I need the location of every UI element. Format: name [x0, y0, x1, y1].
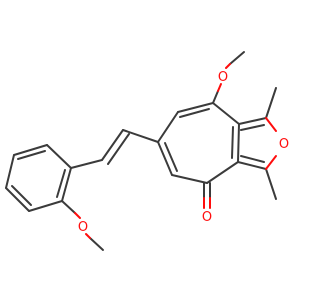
bond-c6-c5-double [164, 142, 178, 172]
bond-ph3-ph4 [5, 154, 15, 189]
bond-ph6-methoxy [61, 200, 76, 214]
bond-c3a-c8a-double [231, 126, 234, 159]
bond-phenyl-methoxy-o-a [74, 212, 81, 219]
atom-o-methoxy-top: O [218, 70, 228, 85]
bond-ph2-ph3-double [17, 150, 46, 160]
bond-ph6-ph1-double [56, 169, 66, 198]
atom-o-methoxy-phenyl: O [78, 220, 88, 235]
bond-vinyl-double-2 [107, 133, 130, 165]
bond-c8-methoxy [212, 90, 219, 104]
carbon-carbon-bonds [5, 51, 277, 251]
atom-labels: O O O O [78, 70, 289, 235]
bond-c5-c4 [171, 174, 208, 184]
bond-c4-c3a [206, 161, 239, 184]
bond-vinyl-double [101, 129, 124, 161]
bond-c8a-c1 [238, 117, 267, 125]
atom-o-furan: O [279, 137, 289, 152]
bond-top-methoxy-o-a [225, 63, 231, 69]
bond-c8-c7-double [179, 108, 210, 118]
bond-top-methoxy-o-b [217, 83, 222, 92]
bond-methoxy-methyl [89, 237, 104, 251]
molecule-structure-diagram: O O O O [5, 51, 289, 251]
bond-c8a-c8 [212, 102, 240, 125]
bond-c3a-c3 [237, 161, 267, 170]
bond-c1-c8a-double [240, 124, 265, 131]
bond-vinyl-phenyl [70, 159, 103, 169]
bond-c3a-c8a [237, 123, 240, 163]
bond-c7-c6 [157, 111, 179, 143]
bond-ph5-ph6 [28, 200, 63, 212]
bond-c3-methyl [265, 168, 277, 200]
bond-ph2-ph3 [13, 144, 48, 156]
bond-ph1-ph2 [46, 144, 72, 169]
bond-top-methoxy-methyl [229, 51, 245, 65]
bond-phenyl-methoxy-o-b [85, 233, 91, 239]
bond-c6-vinyl [122, 129, 159, 143]
bond-c6-c5 [157, 141, 173, 176]
bond-c1-methyl [265, 87, 277, 119]
bond-c3-furan-o [265, 155, 277, 170]
bond-c8-c7 [177, 102, 214, 113]
bond-ph6-ph1 [61, 167, 72, 202]
bond-c1-furan-o [265, 117, 277, 132]
bond-ph4-ph5 [5, 187, 30, 212]
bond-ph4-ph5-double [11, 185, 32, 206]
carbon-oxygen-bonds [74, 63, 277, 239]
atom-o-ketone: O [202, 210, 212, 225]
bond-c3-c3a-double [240, 155, 265, 163]
